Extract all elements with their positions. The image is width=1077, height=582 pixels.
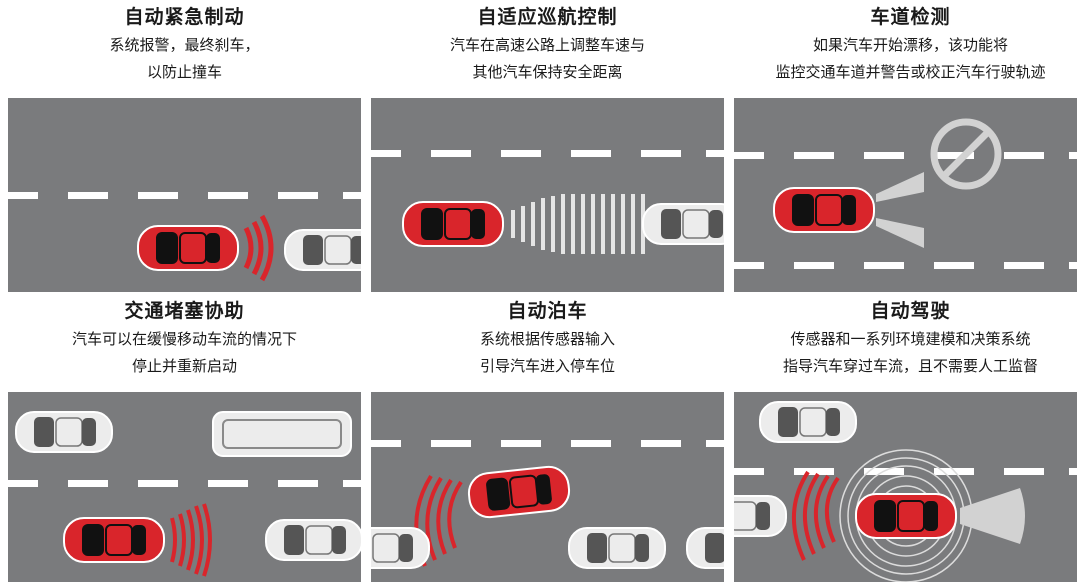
panel-description-line2: 指导汽车穿过车流，且不需要人工监督 [782, 357, 1038, 375]
red-car [855, 493, 957, 539]
road-scene [734, 392, 1077, 582]
road-scene-illustration [734, 118, 1077, 269]
panel-title: 车道检测 [870, 6, 951, 28]
panel-description-line2: 引导汽车进入停车位 [479, 357, 615, 375]
white-car [371, 527, 430, 569]
sensor-signal-waves [170, 503, 212, 577]
red-car [137, 225, 239, 271]
white-car [568, 527, 666, 569]
white-car [265, 519, 361, 561]
distance-sensor-bars [511, 194, 645, 254]
white-car [734, 495, 787, 537]
road-scene [371, 98, 724, 292]
panel-description-line1: 系统根据传感器输入 [479, 330, 615, 348]
bus [212, 411, 352, 457]
road-scene-illustration [371, 440, 724, 569]
road-scene-illustration [8, 411, 361, 577]
panel-description-line2: 其他汽车保持安全距离 [472, 63, 623, 81]
panel-description-line2: 停止并重新启动 [131, 357, 237, 375]
panel-title: 自动驾驶 [870, 300, 951, 322]
red-car [63, 517, 165, 563]
front-sensor-cone [960, 488, 1025, 544]
red-car [402, 201, 504, 247]
panel-description-line1: 如果汽车开始漂移，该功能将 [812, 36, 1008, 54]
panel-title: 自动泊车 [507, 300, 588, 322]
lane-sensor-beams [876, 172, 924, 248]
panel-description-line1: 汽车可以在缓慢移动车流的情况下 [71, 330, 297, 348]
sensor-signal-waves [792, 470, 840, 561]
road-scene [371, 392, 724, 582]
braking-signal-waves [243, 214, 274, 282]
panel-title: 交通堵塞协助 [124, 300, 245, 322]
white-car [284, 229, 361, 271]
panel-description-line1: 传感器和一系列环境建模和决策系统 [790, 330, 1031, 348]
panel-description-line1: 系统报警，最终刹车， [109, 36, 260, 54]
prohibited-sign-icon [930, 118, 1002, 190]
road-scene [734, 98, 1077, 292]
road-scene [8, 98, 361, 292]
road-scene [8, 392, 361, 582]
road-scene-illustration [371, 150, 724, 254]
panel-description-line2: 以防止撞车 [146, 63, 222, 81]
road-scene-illustration [8, 192, 361, 282]
red-car [465, 463, 573, 521]
red-car [773, 187, 875, 233]
panel-title: 自动紧急制动 [124, 6, 245, 28]
white-car [642, 203, 724, 245]
white-car [759, 401, 857, 443]
white-car [686, 527, 724, 569]
road-scene-illustration [734, 401, 1077, 582]
panel-title: 自适应巡航控制 [477, 6, 618, 28]
white-car [15, 411, 113, 453]
panel-description-line2: 监控交通车道并警告或校正汽车行驶轨迹 [775, 63, 1046, 81]
panel-description-line1: 汽车在高速公路上调整车速与 [449, 36, 645, 54]
